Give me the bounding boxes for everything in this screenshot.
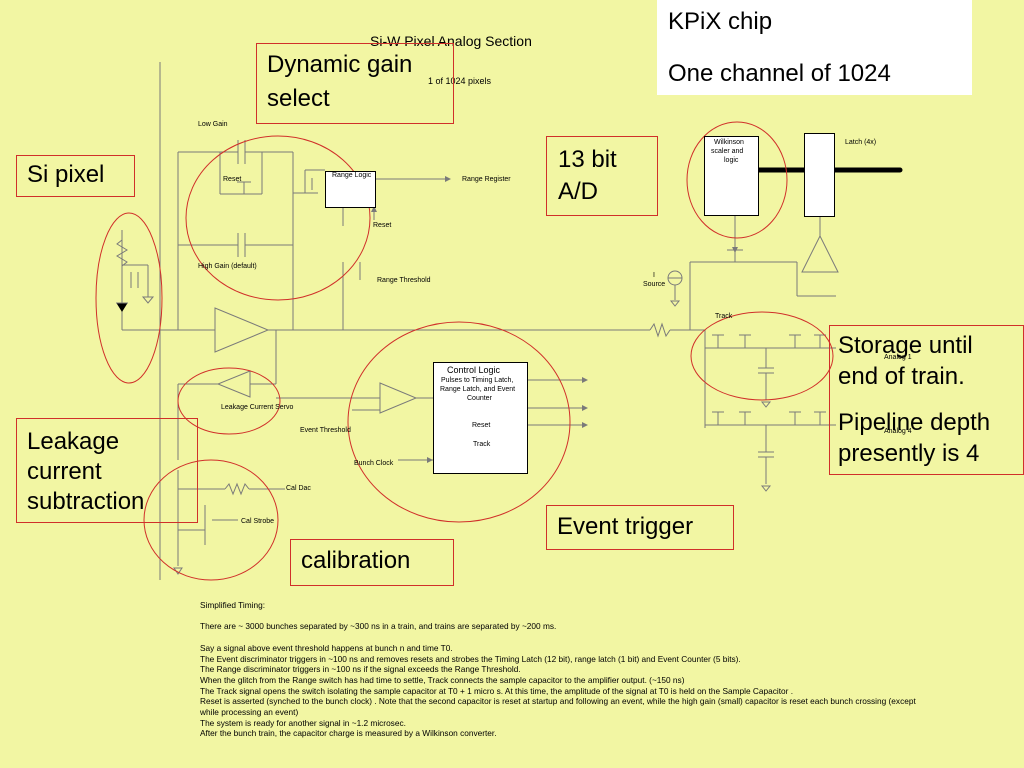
ad-text-2: A/D <box>558 178 599 205</box>
dynamic-gain-text-1: Dynamic gain <box>267 51 413 78</box>
control-logic-box: Control Logic Pulses to Timing Latch, Ra… <box>433 362 528 474</box>
pipeline-text-1: Pipeline depth <box>838 409 991 436</box>
cal-strobe-label: Cal Strobe <box>241 518 275 525</box>
calibration-text: calibration <box>301 547 411 574</box>
chip-info-box: KPiX chip One channel of 1024 <box>657 0 972 95</box>
dynamic-gain-text-2: select <box>267 85 330 112</box>
control-logic-line-2: Range Latch, and Event <box>440 386 516 393</box>
leakage-text-1: Leakage <box>27 428 120 455</box>
range-logic-label: Range Logic <box>332 172 372 179</box>
range-logic-box: Range Logic <box>325 171 376 208</box>
calibration-circle <box>143 459 279 581</box>
leakage-current-servo-label: Leakage Current Servo <box>221 404 294 411</box>
bunch-clock-label: Bunch Clock <box>354 460 394 467</box>
si-pixel-callout: Si pixel <box>16 155 135 197</box>
timing-note-line: Reset is asserted (synched to the bunch … <box>200 696 916 707</box>
storage-callout: Storage until end of train. Pipeline dep… <box>829 325 1024 475</box>
dynamic-gain-callout: Dynamic gain select <box>256 43 454 124</box>
si-pixel-circle <box>95 212 163 384</box>
i-source-label-1: I <box>653 272 655 279</box>
storage-text-2: end of train. <box>838 363 965 390</box>
leakage-callout: Leakage current subtraction <box>16 418 198 523</box>
reset-right-label: Reset <box>373 222 392 229</box>
event-trigger-text: Event trigger <box>557 513 694 540</box>
timing-note-line: while processing an event) <box>200 707 299 718</box>
chip-title: KPiX chip <box>668 8 773 35</box>
timing-note-line: The Track signal opens the switch isolat… <box>200 685 793 696</box>
si-pixel-text: Si pixel <box>27 161 105 188</box>
timing-notes: Simplified Timing: There are ~ 3000 bunc… <box>200 600 960 739</box>
timing-note-line: The system is ready for another signal i… <box>200 717 406 728</box>
control-logic-line-1: Pulses to Timing Latch, <box>441 377 514 384</box>
timing-note-line <box>200 632 960 643</box>
wilkinson-box: Wilkinson scaler and logic <box>704 136 759 216</box>
low-gain-label: Low Gain <box>198 121 228 128</box>
i-source-label-2: Source <box>643 281 666 288</box>
timing-note-line: After the bunch train, the capacitor cha… <box>200 728 497 739</box>
cal-dac-label: Cal Dac <box>286 485 311 492</box>
timing-note-line <box>200 611 960 622</box>
wilkinson-label-2: scaler and <box>711 148 744 155</box>
gain-select-circle <box>185 135 371 301</box>
analog-1-label: Analog 1 <box>884 354 912 361</box>
leakage-circle <box>177 367 281 435</box>
leakage-text-3: subtraction <box>27 488 145 515</box>
diagram-subtitle: 1 of 1024 pixels <box>428 76 492 86</box>
track-label: Track <box>715 313 733 320</box>
analog-4-label: Analog 4 <box>884 428 912 435</box>
calibration-callout: calibration <box>290 539 454 586</box>
ad-callout: 13 bit A/D <box>546 136 658 216</box>
high-gain-label: High Gain (default) <box>198 263 257 270</box>
storage-circle <box>690 311 834 401</box>
timing-note-line: Say a signal above event threshold happe… <box>200 642 453 653</box>
wilkinson-label-3: logic <box>724 157 739 164</box>
timing-note-line: There are ~ 3000 bunches separated by ~3… <box>200 621 557 632</box>
leakage-text-2: current <box>27 458 102 485</box>
diagram-title: Si-W Pixel Analog Section <box>370 33 532 49</box>
storage-text-1: Storage until <box>838 332 973 359</box>
adc-circle <box>686 121 788 239</box>
timing-note-line: The Event discriminator triggers in ~100… <box>200 653 741 664</box>
reset-left-label: Reset <box>223 176 242 183</box>
control-logic-reset: Reset <box>472 422 491 429</box>
wilkinson-label-1: Wilkinson <box>714 139 744 146</box>
event-threshold-label: Event Threshold <box>300 427 351 434</box>
timing-note-line: When the glitch from the Range switch ha… <box>200 674 685 685</box>
chip-subtitle: One channel of 1024 <box>668 60 891 87</box>
control-logic-title: Control Logic <box>447 365 501 375</box>
event-trigger-callout: Event trigger <box>546 505 734 550</box>
range-register-label: Range Register <box>462 176 511 183</box>
timing-note-line: Simplified Timing: <box>200 600 266 610</box>
control-logic-line-3: Counter <box>467 395 492 402</box>
pipeline-text-2: presently is 4 <box>838 440 980 467</box>
control-logic-track: Track <box>473 441 491 448</box>
range-threshold-label: Range Threshold <box>377 277 431 284</box>
latch-box <box>804 133 835 217</box>
latch-label: Latch (4x) <box>845 139 877 146</box>
event-trigger-circle <box>347 321 571 523</box>
timing-note-line: The Range discriminator triggers in ~100… <box>200 664 521 675</box>
ad-text-1: 13 bit <box>558 146 617 173</box>
